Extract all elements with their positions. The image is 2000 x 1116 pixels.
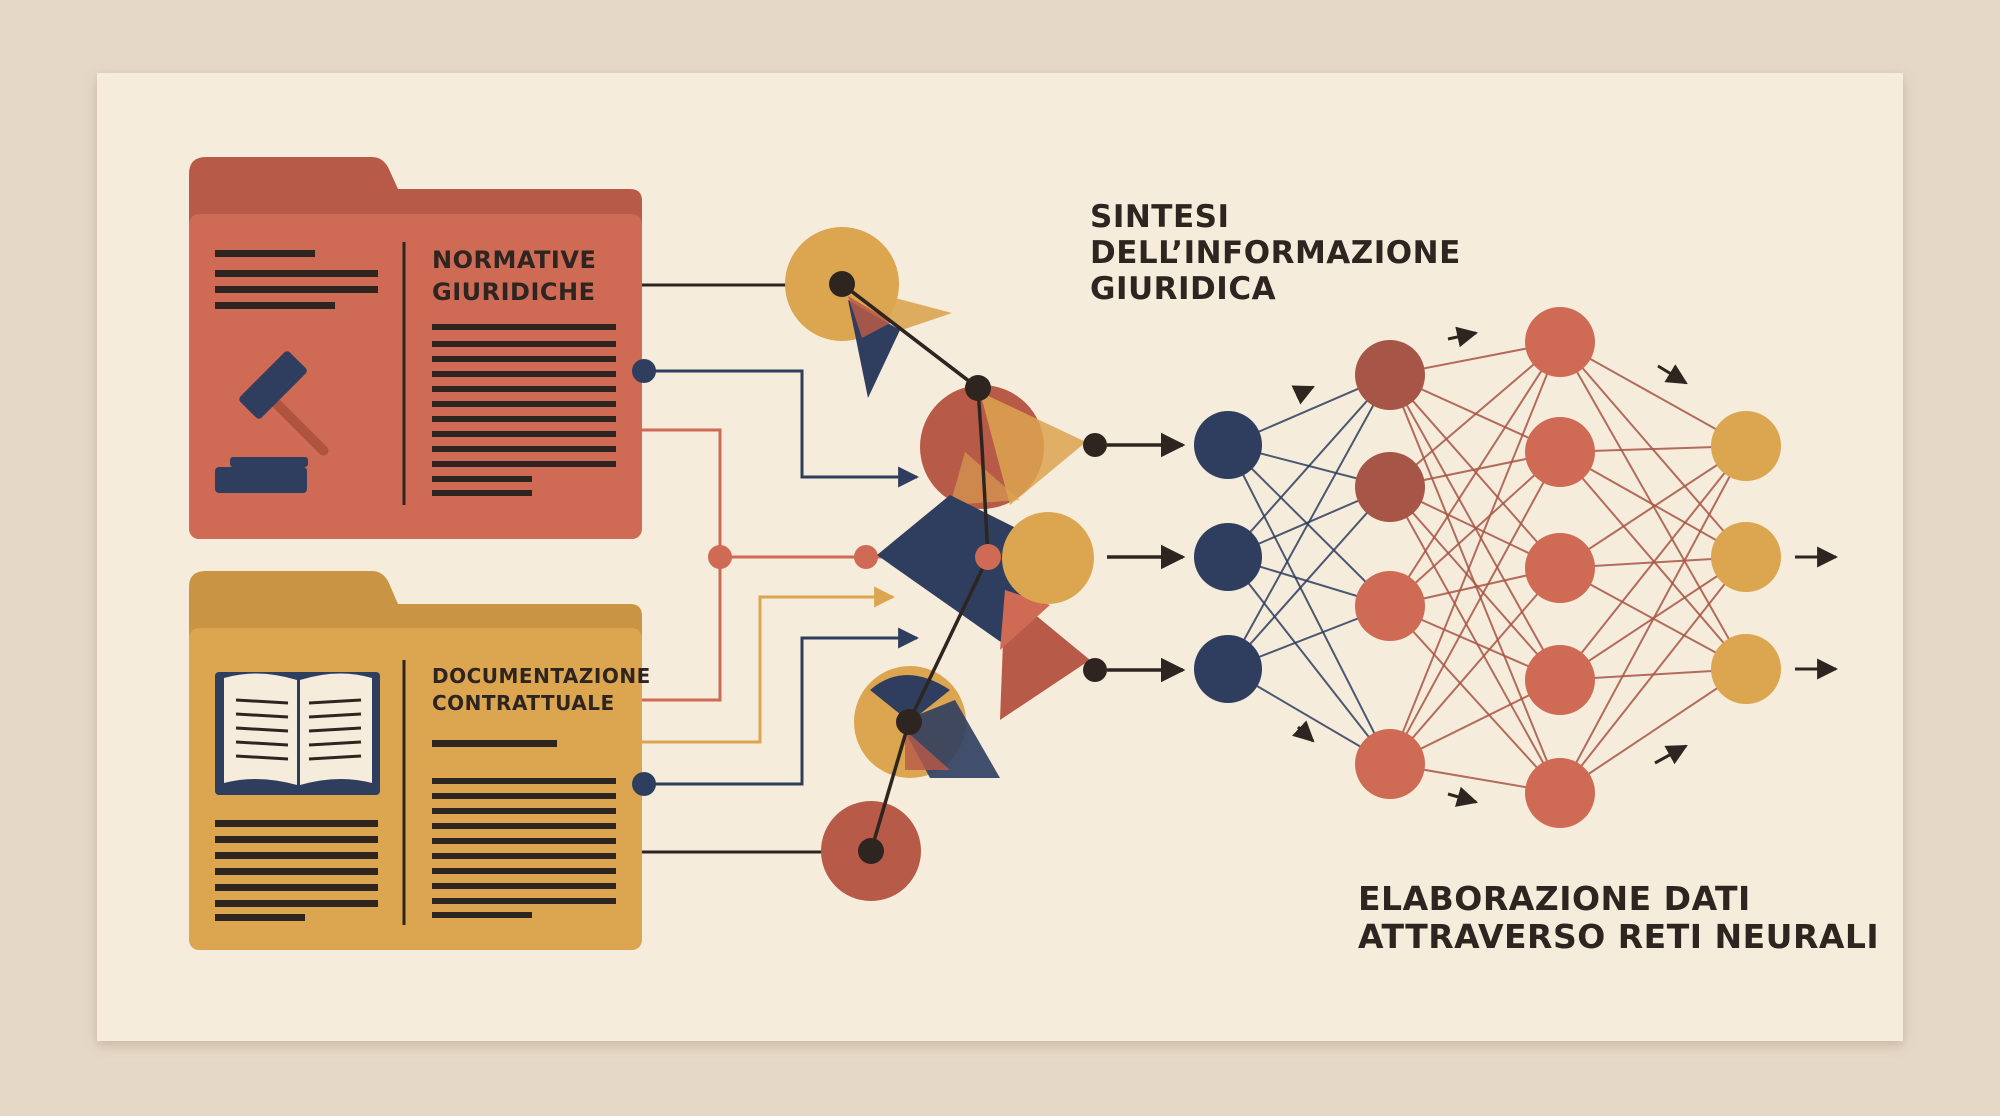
heading-synthesis-line2: DELL’INFORMAZIONE: [1090, 235, 1461, 271]
heading-synthesis-line3: GIURIDICA: [1090, 271, 1276, 307]
network-nodes: [1194, 307, 1781, 828]
connector-contracts-navy: [644, 627, 920, 786]
connector-normative-navy: [644, 369, 920, 488]
network-edge-l1-n1-n4: [1227, 444, 1391, 765]
connector-contracts-orange: [642, 557, 722, 702]
network-node-layer2-2: [1355, 452, 1425, 522]
network-edge-l3-n5-n2: [1559, 556, 1747, 794]
folder-contracts: DOCUMENTAZIONE CONTRATTUALE: [189, 571, 651, 950]
network-node-layer3-1: [1525, 307, 1595, 377]
network-node-layer3-2: [1525, 417, 1595, 487]
heading-processing-line2: ATTRAVERSO RETI NEURALI: [1358, 917, 1879, 956]
network-edge-l2-n1-n3: [1389, 374, 1561, 569]
network-edge-l2-n3-n1: [1389, 341, 1561, 607]
network-node-layer2-3: [1355, 571, 1425, 641]
network-node-layer4-2: [1711, 522, 1781, 592]
cluster-output-arrows: [1107, 432, 1186, 683]
folder-normative: NORMATIVE GIURIDICHE: [189, 157, 642, 539]
heading-processing-line1: ELABORAZIONE DATI: [1358, 879, 1751, 918]
cluster-circle-right: [1002, 512, 1094, 604]
connector-normative-orange: [642, 428, 722, 557]
network-node-layer1-2: [1194, 523, 1262, 591]
network-edge-l1-n2-n4: [1227, 556, 1391, 765]
network-flow-arrows: [1291, 326, 1839, 807]
heading-synthesis-line1: SINTESI: [1090, 199, 1230, 235]
network-edge-l3-n2-n2: [1559, 451, 1747, 558]
network-node-layer1-3: [1194, 635, 1262, 703]
open-book-icon: [215, 672, 380, 795]
folder-normative-title-line1: NORMATIVE: [432, 246, 596, 274]
network-node-layer3-5: [1525, 758, 1595, 828]
folder-contracts-title-line1: DOCUMENTAZIONE: [432, 664, 651, 688]
cluster-navy-diamond: [877, 495, 1040, 645]
folder-contracts-text-lines-right: [432, 740, 616, 918]
connector-contracts-ochre: [642, 586, 896, 744]
network-edge-l2-n2-n4: [1389, 486, 1561, 681]
network-edge-l2-n3-n2: [1389, 451, 1561, 607]
network-edge-l2-n2-n1: [1389, 341, 1561, 488]
network-edge-l2-n3-n5: [1389, 605, 1561, 794]
network-node-layer1-1: [1194, 411, 1262, 479]
folder-contracts-title-line2: CONTRATTUALE: [432, 691, 615, 715]
network-edge-l1-n1-n3: [1227, 444, 1391, 607]
network-node-layer3-3: [1525, 533, 1595, 603]
network-edge-l2-n4-n3: [1389, 567, 1561, 765]
gavel-icon: [215, 351, 329, 493]
network-edge-l3-n5-n3: [1559, 668, 1747, 794]
network-edge-l1-n2-n1: [1227, 374, 1391, 558]
network-node-layer2-1: [1355, 340, 1425, 410]
synthesis-cluster: [785, 227, 1107, 901]
heading-synthesis: SINTESI DELL’INFORMAZIONE GIURIDICA: [1090, 199, 1461, 307]
network-edge-l3-n3-n1: [1559, 445, 1747, 569]
network-node-layer2-4: [1355, 729, 1425, 799]
network-edge-l2-n4-n2: [1389, 451, 1561, 765]
connector-dots: [632, 359, 878, 796]
folder-normative-title-line2: GIURIDICHE: [432, 278, 595, 306]
network-node-layer4-3: [1711, 634, 1781, 704]
folder-normative-text-lines: [432, 324, 616, 496]
network-edge-l3-n2-n3: [1559, 451, 1747, 670]
network-node-layer3-4: [1525, 645, 1595, 715]
network-edge-l1-n3-n1: [1227, 374, 1391, 670]
network-edge-l3-n1-n1: [1559, 341, 1747, 447]
network-edge-l2-n4-n1: [1389, 341, 1561, 765]
network-node-layer4-1: [1711, 411, 1781, 481]
folder-contracts-text-lines-left: [215, 820, 378, 921]
network-edge-l3-n4-n1: [1559, 445, 1747, 681]
heading-processing: ELABORAZIONE DATI ATTRAVERSO RETI NEURAL…: [1358, 879, 1879, 956]
network-edge-l3-n5-n1: [1559, 445, 1747, 794]
network-edge-l2-n2-n5: [1389, 486, 1561, 794]
network-edge-l1-n3-n2: [1227, 486, 1391, 670]
